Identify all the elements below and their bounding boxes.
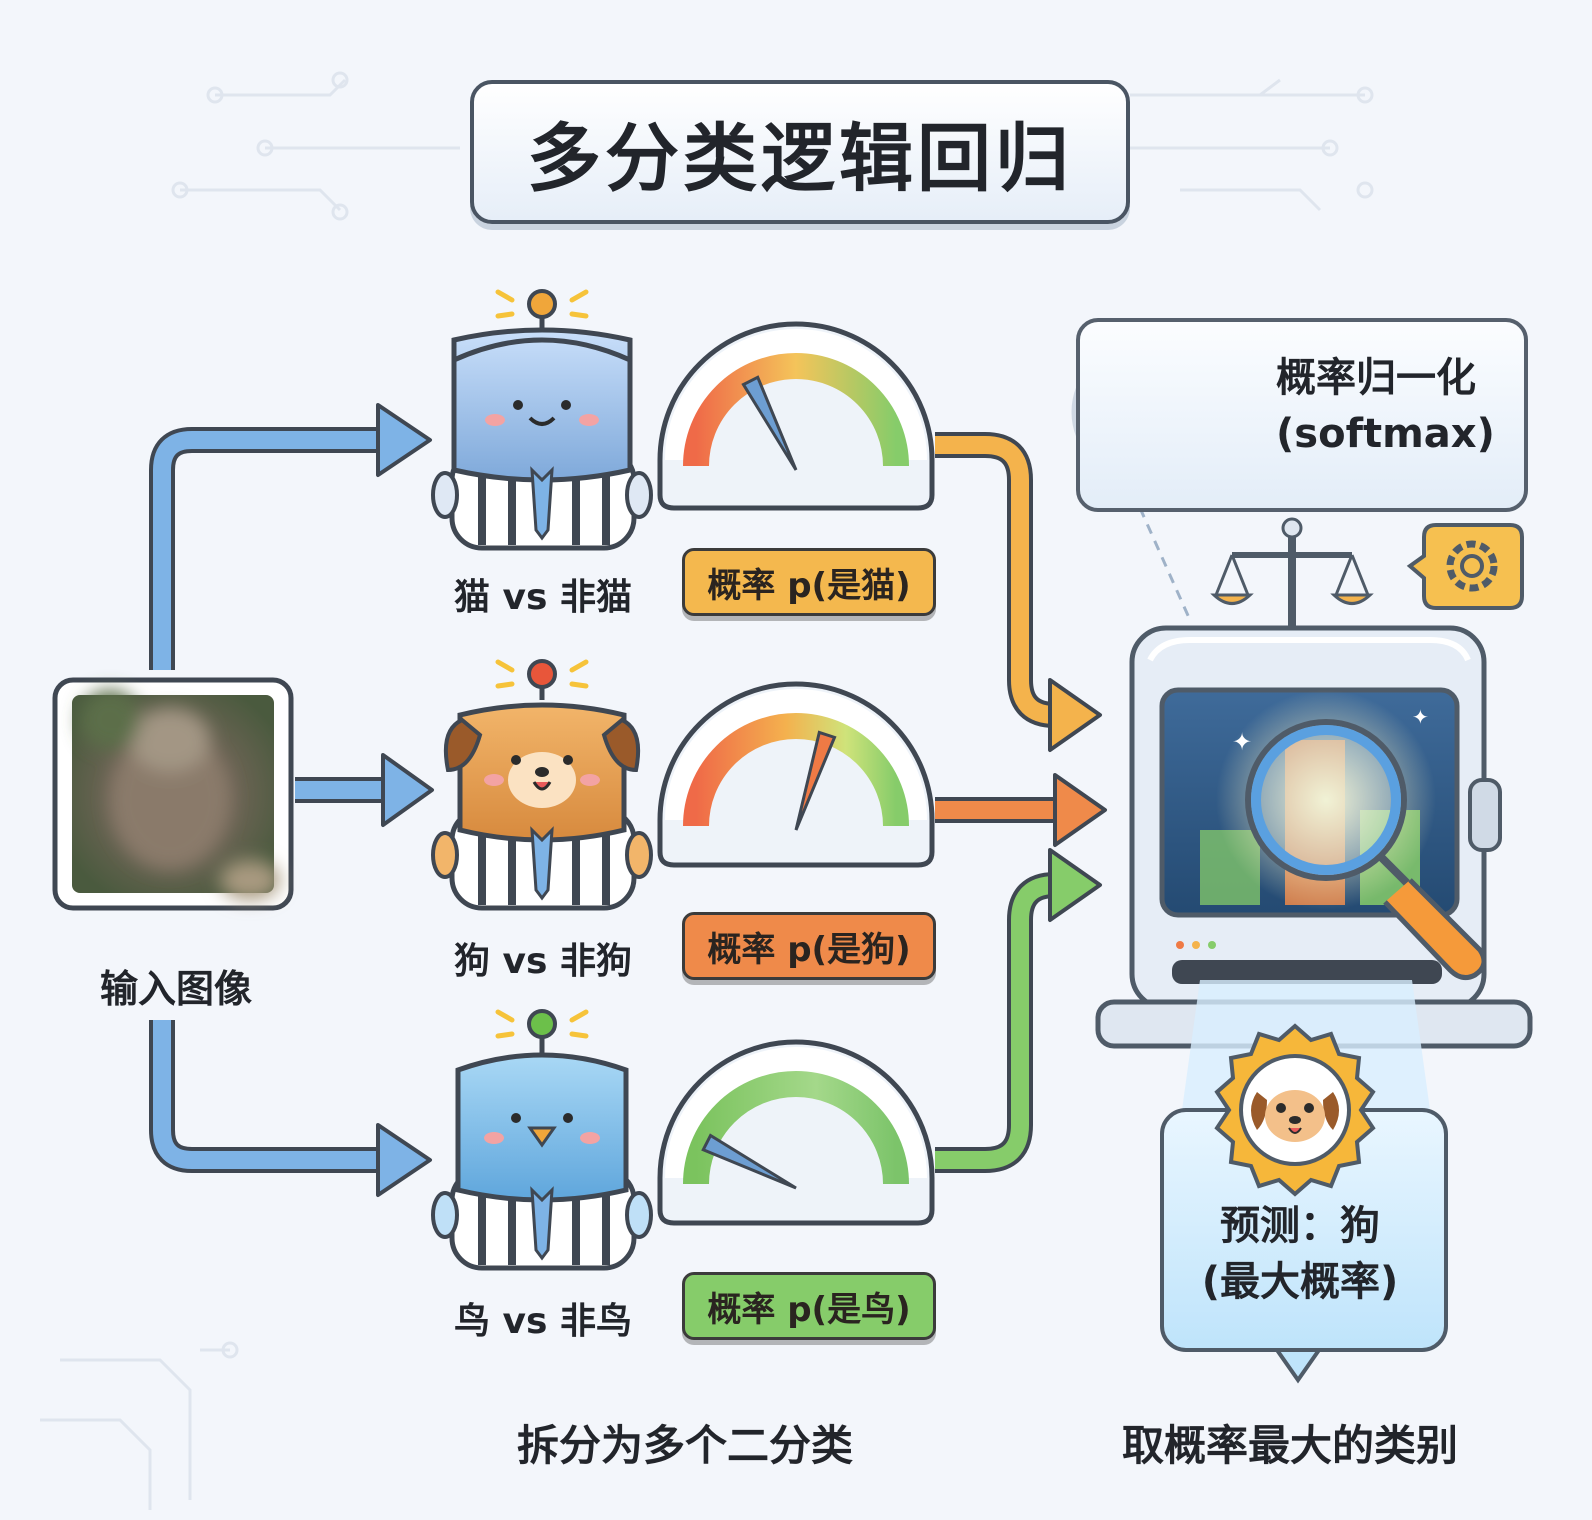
- probability-label-dog: 概率 p(是狗): [707, 922, 910, 971]
- softmax-line2: (softmax): [1276, 406, 1495, 462]
- classifier-name-dog: 狗 vs 非狗: [420, 932, 666, 984]
- bottom-caption-left: 拆分为多个二分类: [470, 1412, 900, 1473]
- gauge-bird: [660, 1042, 932, 1223]
- dog-medal-icon: [1205, 1020, 1385, 1200]
- softmax-label: 概率归一化 (softmax): [1276, 350, 1495, 462]
- bottom-caption-right: 取概率最大的类别: [1090, 1412, 1490, 1473]
- input-label: 输入图像: [60, 958, 292, 1013]
- title-box: 多分类逻辑回归: [470, 80, 1130, 224]
- dog-classifier-robot: [433, 661, 651, 908]
- output-arrows: [935, 445, 1105, 1160]
- gauge-cat: [660, 324, 932, 508]
- gauge-dog: [660, 684, 932, 865]
- prediction-line1: 预测：狗: [1168, 1198, 1432, 1254]
- probability-pill-cat: 概率 p(是猫): [682, 548, 936, 616]
- probability-pill-dog: 概率 p(是狗): [682, 912, 936, 980]
- page-title: 多分类逻辑回归: [527, 99, 1073, 206]
- gear-icon: [1410, 525, 1522, 608]
- bird-classifier-robot: [433, 1011, 651, 1268]
- input-image: [55, 680, 291, 908]
- svg-text:✦: ✦: [1232, 728, 1252, 756]
- cat-classifier-robot: [433, 291, 651, 548]
- probability-pill-bird: 概率 p(是鸟): [682, 1272, 936, 1340]
- probability-label-bird: 概率 p(是鸟): [707, 1282, 910, 1331]
- svg-text:✦: ✦: [1412, 705, 1429, 729]
- classifier-name-bird: 鸟 vs 非鸟: [420, 1292, 666, 1344]
- classifier-name-cat: 猫 vs 非猫: [420, 568, 666, 620]
- softmax-connector: [1140, 508, 1190, 620]
- prediction-line2: (最大概率): [1168, 1254, 1432, 1310]
- prediction-label: 预测：狗 (最大概率): [1168, 1198, 1432, 1310]
- softmax-line1: 概率归一化: [1276, 350, 1495, 406]
- probability-label-cat: 概率 p(是猫): [707, 558, 910, 607]
